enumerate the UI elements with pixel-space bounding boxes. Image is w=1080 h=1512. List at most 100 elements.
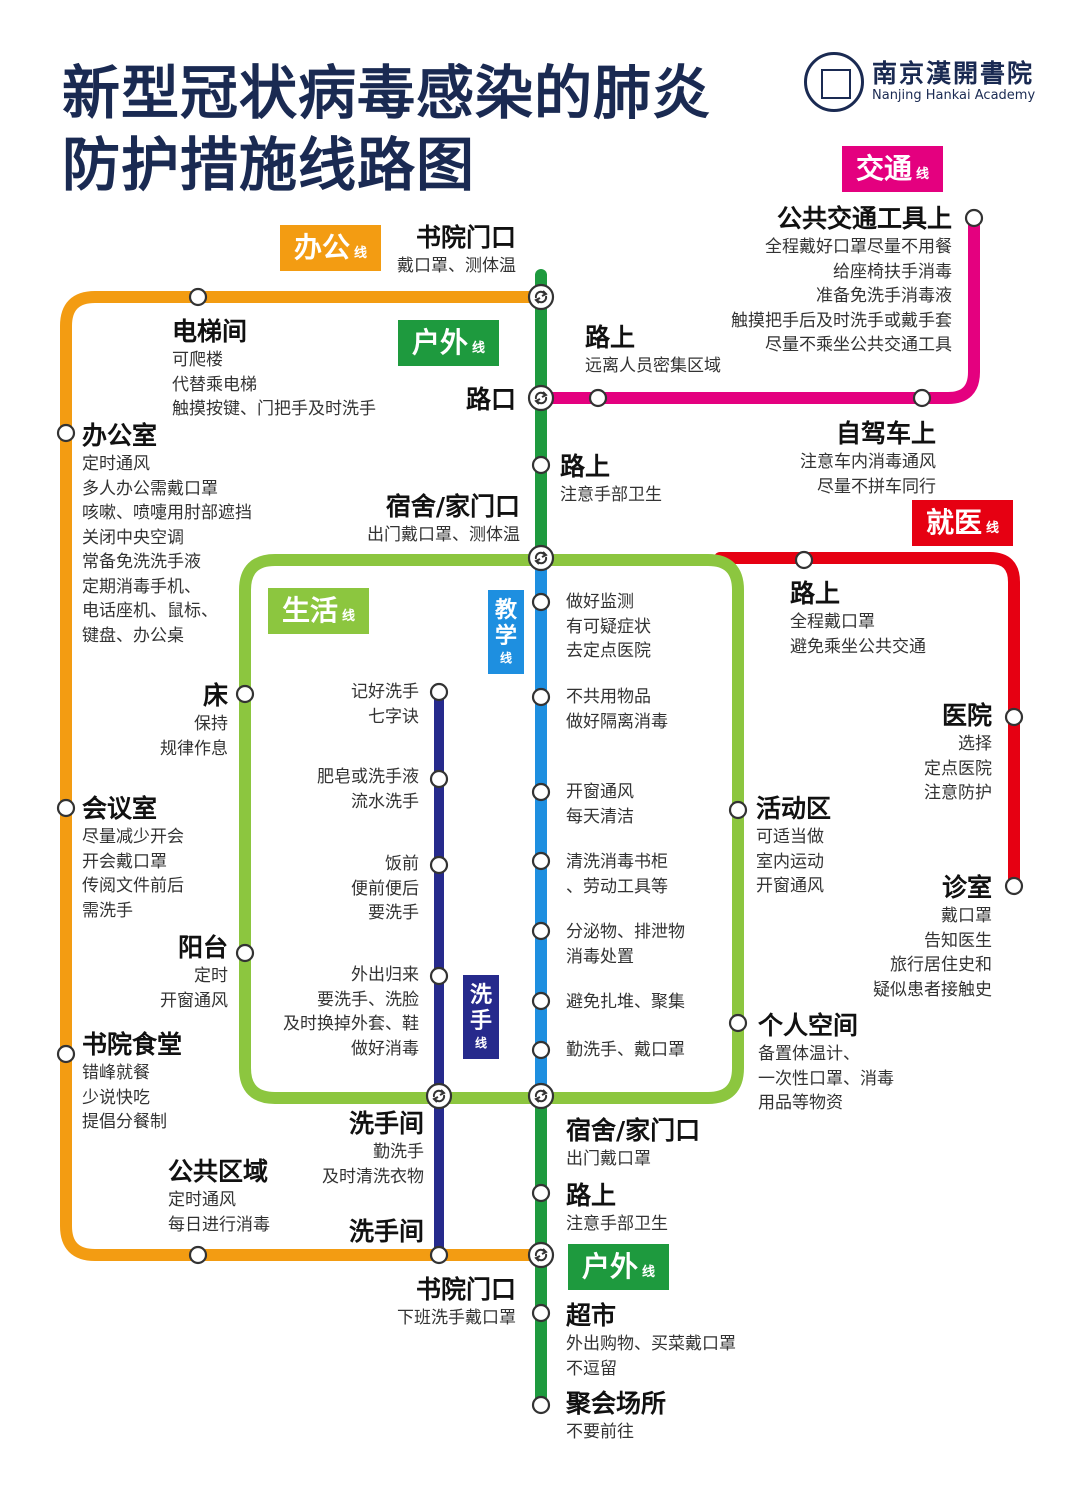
station-note: 开会戴口罩 bbox=[82, 851, 167, 872]
station-note: 注意手部卫生 bbox=[560, 485, 662, 505]
station-stop bbox=[531, 1303, 551, 1323]
station-note: 定期消毒手机、 bbox=[82, 576, 201, 597]
item-note: 做好消毒 bbox=[351, 1038, 419, 1059]
station-name: 宿舍/家门口 bbox=[566, 1116, 701, 1145]
station-name: 公共区域 bbox=[168, 1157, 269, 1186]
station-stop bbox=[531, 592, 551, 612]
station-note: 少说快吃 bbox=[82, 1087, 150, 1108]
station-note: 注意防护 bbox=[924, 783, 992, 803]
station-medical-road: 路上全程戴口罩避免乘坐公共交通 bbox=[790, 578, 926, 659]
station-note: 不逗留 bbox=[566, 1358, 617, 1379]
station-name: 书院门口 bbox=[415, 1275, 516, 1304]
station-note: 定时通风 bbox=[82, 454, 150, 474]
station-name: 办公室 bbox=[82, 421, 158, 450]
station-stop bbox=[912, 388, 932, 408]
station-stop bbox=[1004, 707, 1024, 727]
station-note: 开窗通风 bbox=[756, 876, 824, 896]
station-stop bbox=[531, 1395, 551, 1415]
station-note: 及时清洗衣物 bbox=[322, 1166, 424, 1187]
station-hospital: 医院选择定点医院注意防护 bbox=[924, 700, 992, 806]
station-stop bbox=[531, 1040, 551, 1060]
station-stop bbox=[429, 855, 449, 875]
station-name: 诊室 bbox=[941, 873, 992, 902]
station-note: 选择 bbox=[958, 734, 992, 754]
station-note: 注意手部卫生 bbox=[566, 1214, 668, 1234]
station-note: 尽量不拼车同行 bbox=[817, 476, 936, 497]
badge-office-line: 办公线 bbox=[280, 225, 382, 271]
station-gathering-place: 聚会场所不要前往 bbox=[566, 1388, 666, 1445]
station-note: 定时 bbox=[194, 966, 228, 986]
item-note: 每天清洁 bbox=[566, 806, 634, 827]
station-name: 阳台 bbox=[177, 933, 228, 962]
station-stop bbox=[728, 800, 748, 820]
station-elevator: 电梯间可爬楼代替乘电梯触摸按键、门把手及时洗手 bbox=[172, 316, 376, 422]
academy-logo: 南京漢開書院 Nanjing Hankai Academy bbox=[804, 50, 1060, 114]
station-name: 路上 bbox=[560, 452, 611, 481]
station-road-2: 路上注意手部卫生 bbox=[560, 451, 662, 508]
badge-outdoor-line-2: 户外线 bbox=[568, 1244, 670, 1290]
station-meeting-room: 会议室尽量减少开会开会戴口罩传阅文件前后需洗手 bbox=[82, 793, 184, 923]
station-name: 路口 bbox=[465, 385, 516, 414]
badge-teaching-line: 教学线 bbox=[488, 590, 524, 674]
station-note: 保持 bbox=[194, 714, 228, 734]
station-name: 自驾车上 bbox=[835, 419, 936, 448]
item-note: 饭前 bbox=[385, 854, 419, 874]
item-note: 要洗手、洗脸 bbox=[317, 989, 419, 1010]
station-dorm-bottom: 宿舍/家门口出门戴口罩 bbox=[566, 1115, 700, 1172]
teaching-item: 分泌物、排泄物消毒处置 bbox=[566, 920, 685, 969]
station-public-area: 公共区域定时通风每日进行消毒 bbox=[168, 1156, 270, 1237]
seal-icon bbox=[804, 52, 864, 112]
station-stop bbox=[429, 769, 449, 789]
station-note: 旅行居住史和 bbox=[890, 955, 992, 975]
medical-line bbox=[714, 552, 1020, 892]
transfer-icon bbox=[527, 1241, 555, 1269]
station-name: 公共交通工具上 bbox=[776, 204, 952, 233]
station-stop bbox=[531, 851, 551, 871]
station-note: 给座椅扶手消毒 bbox=[833, 261, 952, 282]
station-clinic: 诊室戴口罩告知医生旅行居住史和疑似患者接触史 bbox=[873, 872, 992, 1002]
teaching-item: 清洗消毒书柜、劳动工具等 bbox=[566, 850, 668, 899]
station-note: 戴口罩 bbox=[941, 906, 992, 926]
item-note: 分泌物、排泄物 bbox=[566, 922, 685, 942]
station-stop bbox=[794, 550, 814, 570]
station-washroom-1: 洗手间勤洗手及时清洗衣物 bbox=[322, 1108, 424, 1189]
station-note: 定时通风 bbox=[168, 1190, 236, 1210]
item-note: 七字诀 bbox=[368, 706, 419, 727]
station-balcony: 阳台定时开窗通风 bbox=[160, 932, 228, 1013]
station-note: 错峰就餐 bbox=[82, 1063, 150, 1083]
station-note: 室内运动 bbox=[756, 851, 824, 872]
item-note: 、劳动工具等 bbox=[566, 876, 668, 897]
item-note: 做好监测 bbox=[566, 592, 634, 612]
transfer-icon bbox=[425, 1082, 453, 1110]
station-road-1: 路上远离人员密集区域 bbox=[585, 322, 721, 379]
station-note: 全程戴好口罩尽量不用餐 bbox=[765, 237, 952, 257]
logo-name-cn: 南京漢開書院 bbox=[872, 59, 1035, 88]
item-note: 去定点医院 bbox=[566, 641, 651, 661]
item-note: 便前便后 bbox=[351, 878, 419, 899]
logo-name-en: Nanjing Hankai Academy bbox=[872, 88, 1036, 103]
station-name: 个人空间 bbox=[758, 1011, 859, 1040]
transfer-icon bbox=[527, 544, 555, 572]
station-note: 键盘、办公桌 bbox=[82, 625, 184, 646]
traffic-line bbox=[535, 212, 980, 404]
station-note: 全程戴口罩 bbox=[790, 612, 875, 632]
station-stop bbox=[728, 1013, 748, 1033]
station-name: 书院食堂 bbox=[82, 1030, 183, 1059]
item-note: 开窗通风 bbox=[566, 782, 634, 802]
item-note: 消毒处置 bbox=[566, 946, 634, 967]
station-public-transport: 公共交通工具上全程戴好口罩尽量不用餐给座椅扶手消毒准备免洗手消毒液触摸把手后及时… bbox=[731, 203, 952, 358]
badge-handwash-line: 洗手线 bbox=[463, 975, 499, 1059]
station-note: 用品等物资 bbox=[758, 1093, 843, 1113]
item-note: 勤洗手、戴口罩 bbox=[566, 1040, 685, 1060]
item-note: 及时换掉外套、鞋 bbox=[283, 1014, 419, 1034]
station-note: 勤洗手 bbox=[373, 1142, 424, 1162]
station-stop bbox=[235, 943, 255, 963]
station-washroom-2: 洗手间 bbox=[349, 1216, 424, 1248]
station-stop bbox=[531, 687, 551, 707]
transfer-icon bbox=[527, 1082, 555, 1110]
station-stop bbox=[235, 684, 255, 704]
station-self-drive: 自驾车上注意车内消毒通风尽量不拼车同行 bbox=[800, 418, 936, 499]
station-road-3: 路上注意手部卫生 bbox=[566, 1180, 668, 1237]
station-name: 书院门口 bbox=[415, 223, 516, 252]
station-note: 代替乘电梯 bbox=[172, 374, 257, 395]
